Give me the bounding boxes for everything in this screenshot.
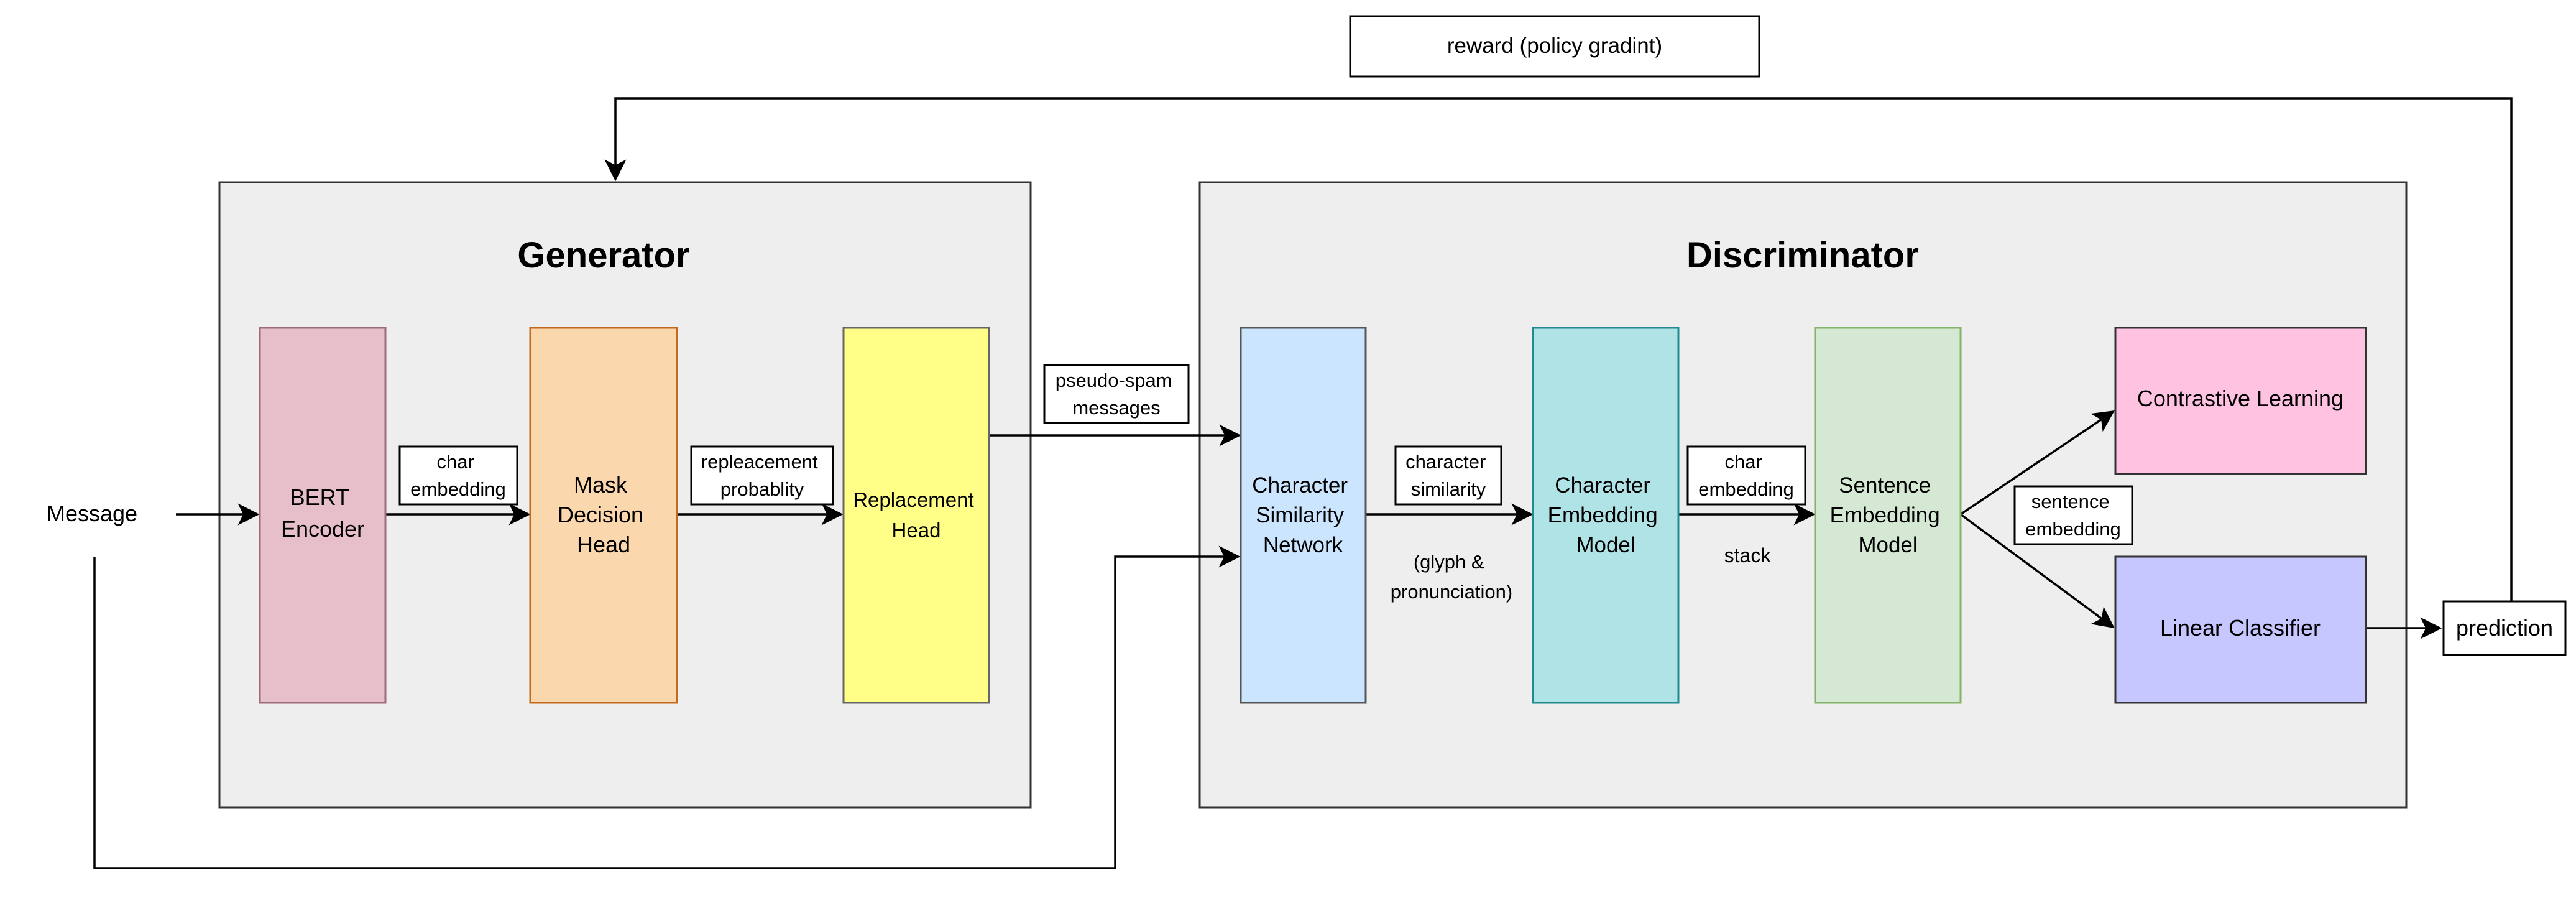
sent-embedding-line1: sentence: [2031, 491, 2110, 512]
glyph-line2: pronunciation): [1391, 581, 1512, 603]
replacement-head-label-line1: Replacement: [853, 488, 973, 511]
char-similarity-line2: similarity: [1411, 478, 1486, 500]
svg-text:Replacement Head: Replacement Head: [853, 488, 980, 542]
discriminator-title: Discriminator: [1686, 235, 1919, 276]
char-sim-line1: Character: [1252, 473, 1348, 498]
message-input-label: Message: [47, 501, 137, 526]
mask-decision-label-line1: Mask: [574, 472, 628, 498]
repl-prob-line2: probablity: [720, 478, 804, 500]
stack-label: stack: [1724, 544, 1772, 567]
character-embedding-model-block: Character Embedding Model: [1532, 327, 1680, 704]
char-emb-line2: Embedding: [1548, 503, 1658, 527]
replacement-head-block: Replacement Head: [842, 327, 990, 704]
char-emb-line1: Character: [1555, 473, 1650, 498]
replacement-head-label-line2: Head: [892, 519, 941, 542]
reward-feedback-arrow: [604, 97, 2513, 628]
gen-char-emb-line2: embedding: [410, 478, 505, 500]
svg-text:sentence embedding: sentence embedding: [2025, 491, 2120, 540]
svg-text:char embedding: char embedding: [410, 451, 505, 500]
reward-label: reward (policy gradint): [1447, 34, 1662, 58]
sentence-embedding-label: sentence embedding: [2013, 485, 2133, 545]
char-sim-line2: Similarity: [1256, 503, 1344, 527]
pseudo-spam-line2: messages: [1072, 397, 1160, 419]
mask-decision-label-line2: Decision: [558, 502, 643, 527]
char-embedding-label-generator: char embedding: [398, 445, 518, 506]
repl-prob-line1: repleacement: [701, 451, 818, 473]
char-embedding-label-discriminator: char embedding: [1686, 445, 1806, 506]
sentemb-to-contrastive-arrow: [1960, 410, 2115, 516]
disc-char-emb-line1: char: [1725, 451, 1762, 473]
bert-encoder-label-line2: Encoder: [281, 516, 364, 542]
character-similarity-label: character similarity: [1394, 445, 1502, 506]
replacement-probability-label: repleacement probablity: [690, 445, 834, 506]
svg-text:char embedding: char embedding: [1698, 451, 1793, 500]
message-bypass-line: [93, 545, 1241, 869]
char-emb-line3: Model: [1576, 533, 1635, 557]
linear-classifier-label: Linear Classifier: [2160, 615, 2321, 641]
bert-encoder-block: BERT Encoder: [259, 327, 387, 704]
sent-emb-line1: Sentence: [1839, 473, 1931, 498]
character-similarity-network-block: Character Similarity Network: [1240, 327, 1367, 704]
mask-decision-head-block: Mask Decision Head: [529, 327, 678, 704]
sent-embedding-line2: embedding: [2025, 518, 2120, 540]
svg-text:Character Similarity: Character Similarity Network: [1252, 473, 1353, 557]
prediction-label: prediction: [2456, 615, 2553, 641]
prediction-output: prediction: [2442, 600, 2567, 656]
sent-emb-line3: Model: [1858, 533, 1917, 557]
pseudo-spam-messages-label: pseudo-spam messages: [1043, 364, 1190, 424]
svg-text:BERT Encoder: BERT Encoder: [281, 484, 364, 542]
reward-label-box: [1349, 15, 1760, 78]
disc-char-emb-line2: embedding: [1698, 478, 1793, 500]
svg-text:Character Embedding: Character Embedding Model: [1548, 473, 1664, 557]
mask-decision-label-line3: Head: [577, 532, 630, 557]
glyph-pronunciation-label: (glyph & pronunciation): [1391, 551, 1512, 603]
sentemb-to-linear-arrow: [1959, 513, 2115, 629]
svg-text:(glyph & pronunciation): (glyph & pronunciation): [1391, 551, 1512, 603]
linear-classifier-block: Linear Classifier: [2114, 555, 2367, 704]
contrastive-learning-block: Contrastive Learning: [2114, 327, 2367, 475]
svg-text:repleacement probablity: repleacement probablity: [701, 451, 823, 500]
bert-encoder-label-line1: BERT: [290, 484, 349, 510]
generator-title: Generator: [517, 235, 689, 276]
sent-emb-line2: Embedding: [1830, 503, 1940, 527]
char-sim-line3: Network: [1263, 533, 1343, 557]
glyph-line1: (glyph &: [1414, 551, 1484, 573]
contrastive-learning-label: Contrastive Learning: [2137, 386, 2344, 411]
svg-text:pseudo-spam messages: pseudo-spam messages: [1056, 369, 1177, 419]
svg-text:Mask Decision Head: Mask Decision Head: [558, 472, 650, 557]
svg-text:Sentence Embedding: Sentence Embedding Model: [1830, 473, 1946, 557]
pseudo-spam-line1: pseudo-spam: [1056, 369, 1172, 391]
sentence-embedding-model-block: Sentence Embedding Model: [1814, 327, 1962, 704]
svg-text:character similarity: character similarity: [1405, 451, 1491, 500]
gen-char-emb-line1: char: [437, 451, 474, 473]
char-similarity-line1: character: [1405, 451, 1486, 473]
